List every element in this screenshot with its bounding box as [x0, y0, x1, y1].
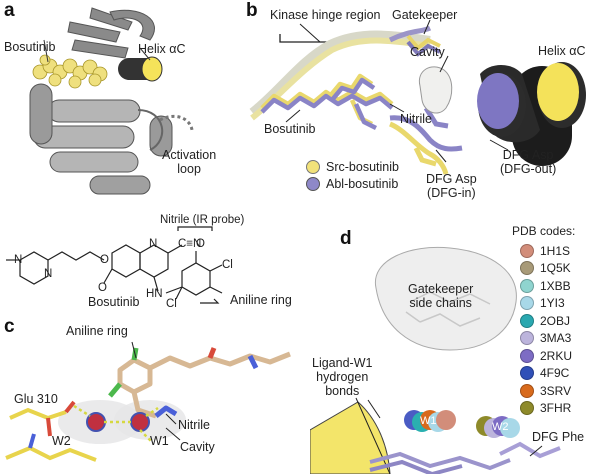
pdb-code-label: 1XBB — [540, 278, 571, 293]
dfg-phe-label: DFG Phe — [532, 430, 585, 444]
activation-loop-label: Activation loop — [162, 148, 216, 176]
pdb-code-label: 3SRV — [540, 383, 572, 398]
nitrile-label-c: Nitrile — [178, 418, 210, 432]
pdb-code-item: 1Q5K — [520, 260, 571, 277]
atom-n-methyl: N — [14, 254, 23, 266]
pdb-code-item: 3SRV — [520, 382, 571, 399]
dfg-in-line2: (DFG-in) — [427, 186, 476, 200]
glu310-label: Glu 310 — [14, 392, 58, 406]
pdb-color-swatch — [520, 401, 534, 415]
pdb-color-swatch — [520, 348, 534, 363]
bosutinib-skeletal-formula — [6, 226, 223, 304]
aniline-ring-label-c: Aniline ring — [66, 324, 128, 338]
pdb-code-item: 2OBJ — [520, 312, 570, 329]
pdb-color-swatch — [520, 331, 534, 345]
legend-swatch-src — [306, 159, 320, 174]
pdb-color-swatch — [520, 383, 534, 398]
pdb-color-swatch — [520, 278, 534, 293]
activation-loop-line2: loop — [177, 162, 201, 176]
nitrile-label-b: Nitrile — [400, 112, 432, 126]
pdb-codes-title: PDB codes: — [512, 224, 576, 238]
ligand-w1-line3: bonds — [325, 384, 360, 398]
pdb-color-swatch — [520, 313, 534, 328]
gatekeeper-side-chains-line2: side chains — [409, 296, 472, 310]
gatekeeper-side-chains-label: Gatekeeper side chains — [408, 282, 473, 310]
atom-cl-left: Cl — [166, 298, 177, 310]
pdb-code-label: 1Q5K — [540, 261, 571, 275]
pdb-code-item: 4F9C — [520, 365, 569, 382]
dfg-out-label: DFG Asp (DFG-out) — [500, 148, 556, 176]
legend-label-src: Src-bosutinib — [326, 159, 399, 174]
gatekeeper-label: Gatekeeper — [392, 8, 458, 22]
dfg-out-line2: (DFG-out) — [500, 162, 557, 176]
activation-loop-line1: Activation — [162, 148, 217, 162]
structure-legend: Src-bosutinib Abl-bosutinib — [306, 158, 399, 192]
superposed-structures — [249, 19, 586, 175]
pdb-color-swatch — [520, 296, 534, 310]
panel-b-label: b — [246, 0, 258, 21]
gatekeeper-side-chains-line1: Gatekeeper — [408, 282, 474, 296]
w2-label-d: W2 — [492, 421, 509, 433]
pdb-code-label: 1H1S — [540, 243, 571, 258]
dfg-in-line1: DFG Asp — [426, 172, 477, 186]
pdb-code-item: 1H1S — [520, 242, 570, 259]
pdb-color-swatch — [520, 366, 534, 380]
atom-o-ether: O — [100, 254, 109, 266]
panel-c-label: c — [4, 316, 15, 337]
nitrile-ir-probe-label: Nitrile (IR probe) — [160, 214, 245, 226]
legend-swatch-abl — [306, 176, 320, 191]
pdb-code-label: 3FHR — [540, 401, 572, 415]
pdb-code-label: 3MA3 — [540, 331, 572, 345]
pdb-code-label: 2OBJ — [540, 313, 571, 328]
ligand-w1-line1: Ligand-W1 — [312, 356, 373, 370]
atom-o-methoxy-bottom: O — [98, 282, 107, 294]
pdb-code-item: 3FHR — [520, 400, 571, 417]
pdb-color-swatch — [520, 261, 534, 275]
ligand-w1-hbond-label: Ligand-W1 hydrogen bonds — [312, 356, 372, 398]
pdb-code-item: 1YI3 — [520, 295, 565, 312]
legend-label-abl: Abl-bosutinib — [326, 176, 399, 191]
w1-label-d: W1 — [420, 415, 437, 427]
pdb-code-item: 3MA3 — [520, 330, 571, 347]
pdb-color-swatch — [520, 243, 534, 258]
atom-cl-right: Cl — [222, 259, 233, 271]
atom-hn: HN — [146, 288, 163, 300]
helix-ac-label-b: Helix αC — [538, 44, 586, 58]
pdb-code-label: 1YI3 — [540, 296, 565, 310]
kinase-cartoon-structure — [29, 7, 194, 195]
panel-c: c — [0, 316, 320, 474]
pdb-code-item: 2RKU — [520, 347, 572, 364]
panel-b: b — [240, 0, 600, 215]
pdb-superposition — [310, 246, 561, 474]
panel-d-label: d — [340, 228, 352, 249]
legend-item-src: Src-bosutinib — [306, 158, 399, 175]
w2-label-c: W2 — [52, 434, 71, 448]
pdb-code-item: 1XBB — [520, 277, 571, 294]
w1-label-c: W1 — [150, 434, 169, 448]
panel-d: d — [310, 222, 600, 474]
bosutinib-label: Bosutinib — [4, 40, 56, 54]
dfg-out-line1: DFG Asp — [502, 148, 554, 162]
panel-a: a — [0, 0, 240, 205]
panel-a-label: a — [4, 0, 15, 21]
aniline-ring-label: Aniline ring — [230, 293, 292, 307]
cavity-label: Cavity — [410, 45, 445, 59]
nitrile-group: C≡N — [178, 238, 202, 250]
atom-o-methoxy-top: O — [196, 238, 205, 250]
helix-ac-label: Helix αC — [138, 42, 186, 56]
atom-n-ring: N — [44, 268, 53, 280]
hinge-region-label: Kinase hinge region — [270, 8, 381, 22]
cavity-label-c: Cavity — [180, 440, 215, 454]
ligand-w1-line2: hydrogen — [316, 370, 369, 384]
bosutinib-label-b: Bosutinib — [264, 122, 316, 136]
bosutinib-name: Bosutinib — [88, 295, 140, 309]
chemical-structure: Nitrile (IR probe) N N O N C≡N O O HN Cl… — [0, 214, 330, 310]
pdb-code-label: 2RKU — [540, 348, 573, 363]
pdb-codes-legend: PDB codes: 1H1S 1Q5K 1XBB 1YI3 2OBJ 3MA3 2RKU 4… — [512, 224, 600, 424]
dfg-in-label: DFG Asp (DFG-in) — [426, 172, 477, 200]
water-network-structure — [5, 341, 291, 462]
legend-item-abl: Abl-bosutinib — [306, 175, 399, 192]
pdb-code-label: 4F9C — [540, 366, 570, 380]
atom-n-quinoline: N — [149, 238, 158, 250]
